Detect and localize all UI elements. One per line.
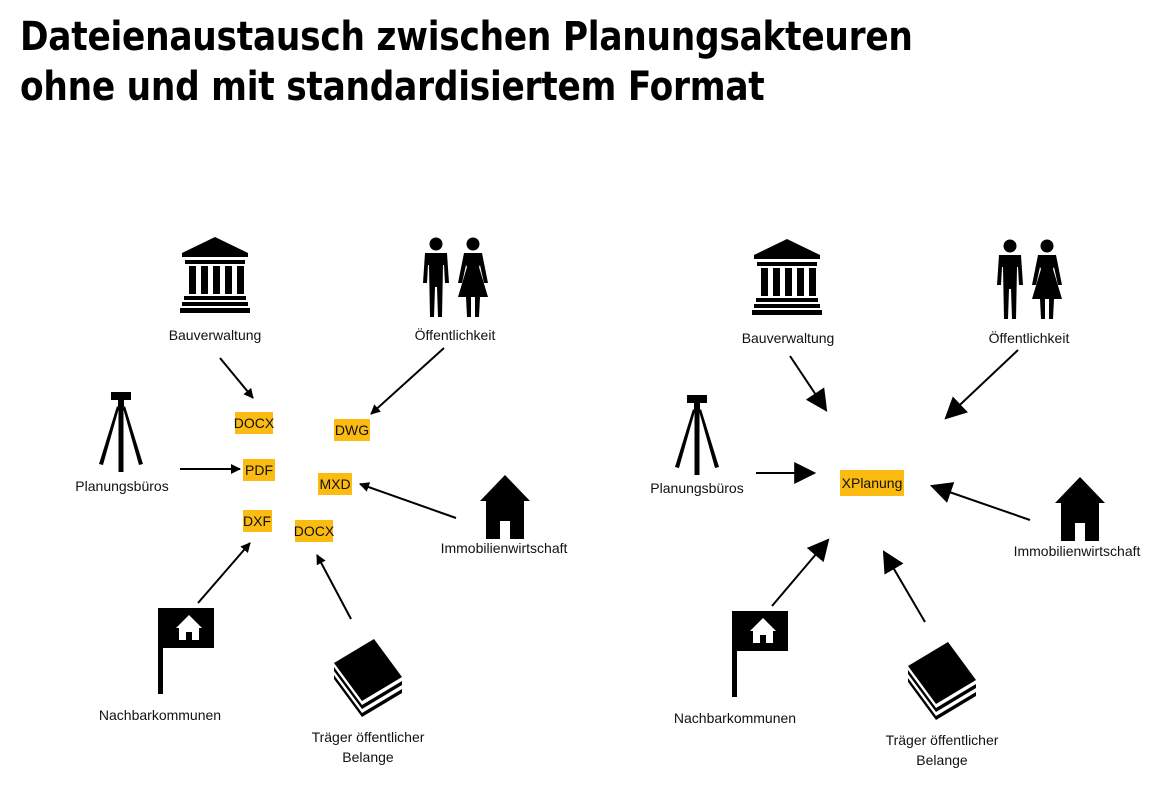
arrow-oeffentlichkeit-to-dwg (370, 347, 445, 415)
arrow-bauverwaltung-to-center (789, 355, 828, 412)
arrow-nachbarkommunen-to-dxf (197, 542, 251, 604)
book-stack-icon (334, 639, 402, 717)
title-line-2: ohne und mit standardisiertem Format (20, 64, 765, 110)
actor-label-traeger-line2: Belange (916, 752, 968, 768)
actor-label-planungsbueros: Planungsbüros (650, 480, 743, 496)
people-icon (997, 239, 1062, 319)
format-tag: PDF (243, 459, 275, 481)
arrow-immobilienwirtschaft-to-mxd (359, 482, 457, 519)
surveying-tripod-icon (675, 395, 719, 475)
arrow-bauverwaltung-to-docx (219, 357, 254, 399)
surveying-tripod-icon (99, 392, 143, 472)
format-tag: DXF (243, 510, 272, 532)
actor-label-oeffentlichkeit: Öffentlichkeit (415, 326, 496, 343)
format-tag-text: DOCX (294, 523, 335, 539)
government-building-icon (180, 237, 250, 313)
actor-label-nachbarkommunen: Nachbarkommunen (674, 710, 796, 726)
actor-label-traeger-line1: Träger öffentlicher (886, 732, 999, 748)
government-building-icon (752, 239, 822, 315)
format-tag-text: PDF (245, 462, 273, 478)
right-panel: Bauverwaltung Öffentlichkeit Planungsbür… (650, 239, 1141, 768)
arrow-traeger-to-docx (316, 554, 352, 620)
people-icon (423, 237, 488, 317)
actor-label-nachbarkommunen: Nachbarkommunen (99, 707, 221, 723)
arrow-immobilienwirtschaft-to-center (929, 482, 1031, 521)
format-tag: DWG (334, 419, 370, 441)
book-stack-icon (908, 642, 976, 720)
format-tag-text: XPlanung (842, 475, 903, 491)
format-tag: MXD (318, 473, 352, 495)
actor-label-immobilienwirtschaft: Immobilienwirtschaft (441, 540, 568, 556)
flag-icon (732, 611, 788, 697)
actor-label-bauverwaltung: Bauverwaltung (742, 330, 835, 346)
format-tag: DOCX (294, 520, 335, 542)
actor-label-bauverwaltung: Bauverwaltung (169, 327, 262, 343)
format-tag-text: MXD (319, 476, 350, 492)
flag-icon (158, 608, 214, 694)
arrow-traeger-to-center (882, 550, 926, 623)
format-tag: DOCX (234, 412, 275, 434)
format-tag-text: DXF (243, 513, 271, 529)
house-icon (480, 475, 530, 539)
arrow-oeffentlichkeit-to-center (944, 349, 1019, 420)
left-panel: Bauverwaltung Öffentlichkeit Planungsbür… (75, 237, 568, 765)
actor-label-traeger-line2: Belange (342, 749, 394, 765)
actor-label-immobilienwirtschaft: Immobilienwirtschaft (1014, 543, 1141, 559)
actor-label-traeger-line1: Träger öffentlicher (312, 729, 425, 745)
arrow-nachbarkommunen-to-center (771, 538, 830, 607)
house-icon (1055, 477, 1105, 541)
title-line-1: Dateienaustausch zwischen Planungsakteur… (20, 14, 913, 60)
format-tag-text: DWG (335, 422, 369, 438)
actor-label-oeffentlichkeit: Öffentlichkeit (989, 329, 1070, 346)
page-title: Dateienaustausch zwischen Planungsakteur… (20, 12, 913, 112)
format-tag-text: DOCX (234, 415, 275, 431)
actor-label-planungsbueros: Planungsbüros (75, 478, 168, 494)
format-tag-xplanung: XPlanung (840, 470, 904, 496)
